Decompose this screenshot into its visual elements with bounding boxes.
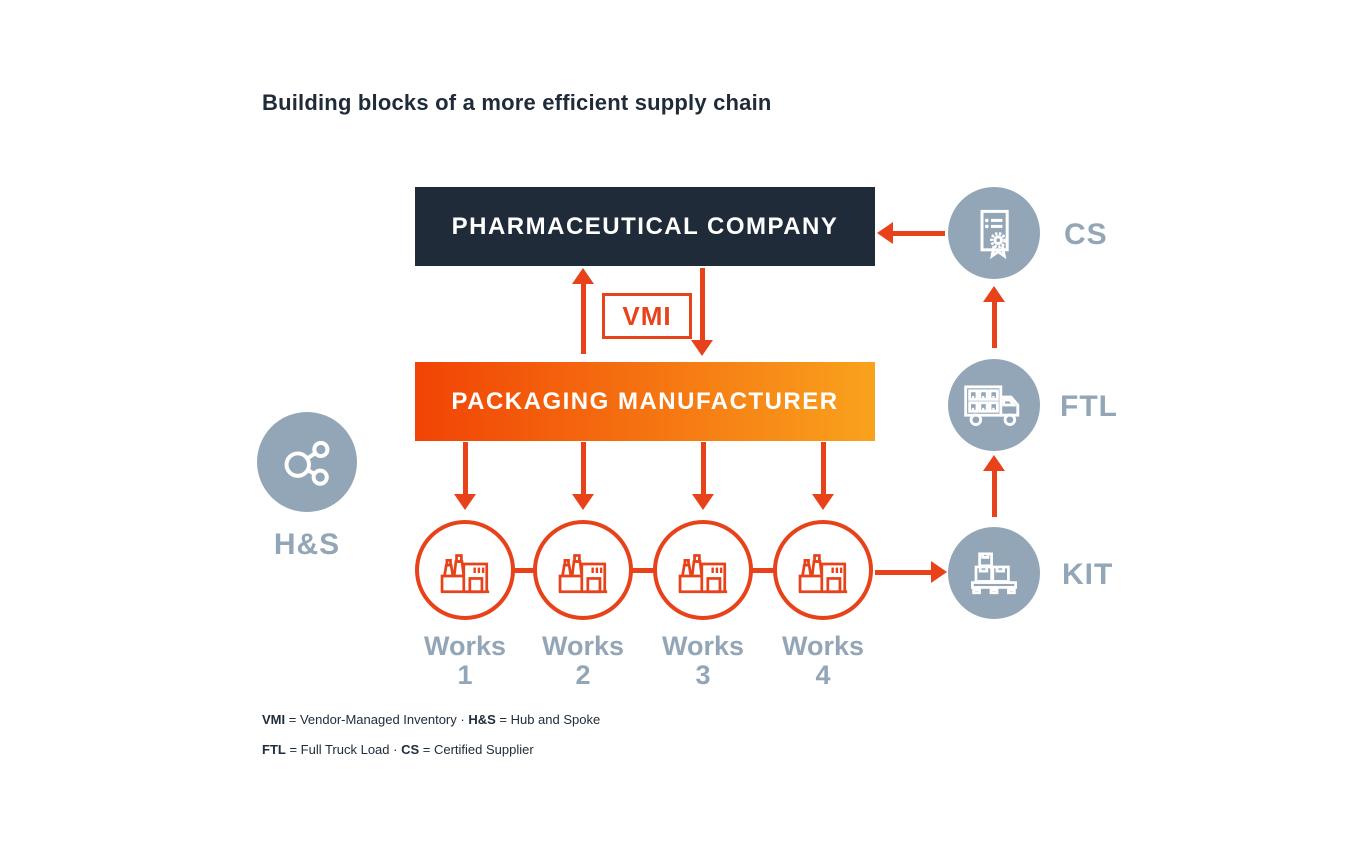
packaging-manufacturer-box: PACKAGING MANUFACTURER bbox=[415, 362, 875, 441]
factory-icon bbox=[794, 541, 852, 599]
hub-and-spoke-icon bbox=[274, 429, 340, 495]
legend-line-2: FTL = Full Truck Load · CS = Certified S… bbox=[262, 742, 534, 757]
cs-label: CS bbox=[1064, 218, 1108, 251]
vmi-box: VMI bbox=[602, 293, 692, 339]
factory-icon bbox=[436, 541, 494, 599]
pharmaceutical-company-box: PHARMACEUTICAL COMPANY bbox=[415, 187, 875, 266]
works-connector-1-2 bbox=[513, 568, 535, 573]
packaging-manufacturer-label: PACKAGING MANUFACTURER bbox=[451, 387, 839, 415]
factory-icon bbox=[674, 541, 732, 599]
legend-line-1: VMI = Vendor-Managed Inventory · H&S = H… bbox=[262, 712, 601, 727]
hs-label: H&S bbox=[273, 528, 341, 561]
page-title: Building blocks of a more efficient supp… bbox=[262, 90, 772, 115]
factory-icon bbox=[554, 541, 612, 599]
works-4-node bbox=[773, 520, 873, 620]
ftl-node bbox=[948, 359, 1040, 451]
works-3-node bbox=[653, 520, 753, 620]
truck-icon bbox=[960, 377, 1028, 433]
works-connector-3-4 bbox=[751, 568, 775, 573]
hs-node bbox=[257, 412, 357, 512]
pallet-boxes-icon bbox=[964, 543, 1024, 603]
works-connector-2-3 bbox=[631, 568, 655, 573]
legend-key-hs: H&S bbox=[468, 712, 496, 727]
legend-key-vmi: VMI bbox=[262, 712, 286, 727]
legend-key-cs: CS bbox=[401, 742, 420, 757]
pharmaceutical-company-label: PHARMACEUTICAL COMPANY bbox=[451, 212, 839, 240]
kit-node bbox=[948, 527, 1040, 619]
works-2-node bbox=[533, 520, 633, 620]
kit-label: KIT bbox=[1062, 558, 1114, 591]
vmi-label: VMI bbox=[622, 300, 672, 331]
certificate-icon bbox=[964, 203, 1024, 263]
legend-key-ftl: FTL bbox=[262, 742, 286, 757]
ftl-label: FTL bbox=[1060, 390, 1118, 423]
works-1-node bbox=[415, 520, 515, 620]
cs-node bbox=[948, 187, 1040, 279]
